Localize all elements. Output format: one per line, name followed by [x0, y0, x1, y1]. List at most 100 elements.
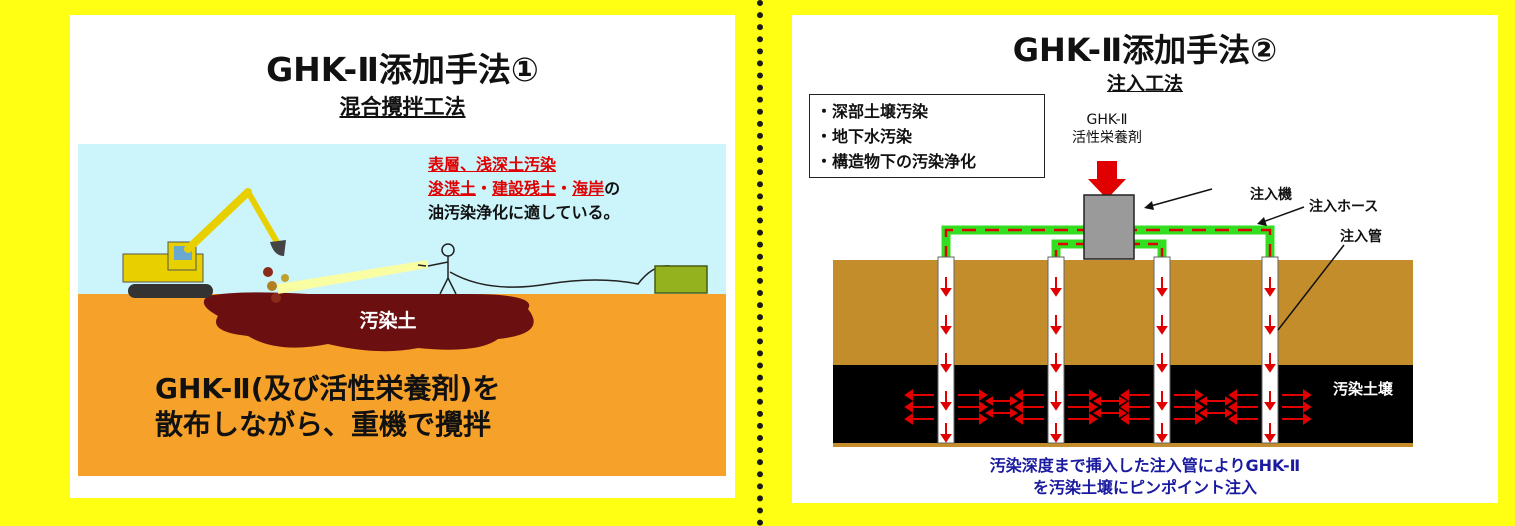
- lateral-flow-arrowhead: [979, 413, 988, 425]
- down-flow-arrowhead: [1156, 402, 1168, 411]
- injection-pipe: [1261, 256, 1279, 444]
- note-dredged-soil: 浚渫土: [428, 179, 477, 198]
- contaminated-soil-layer: [833, 365, 1413, 443]
- panel-divider: [757, 0, 763, 526]
- lateral-flow-arrowhead: [1119, 408, 1127, 418]
- label-machine: 注入機: [1250, 186, 1292, 203]
- label-hose: 注入ホース: [1309, 198, 1378, 215]
- down-flow-arrowhead: [1050, 434, 1062, 443]
- suitability-note: 表層、浅深土汚染 浚渫土・建設残土・海岸の 油汚染浄化に適している。: [428, 153, 728, 225]
- injection-pipe: [1153, 256, 1171, 444]
- lateral-flow-arrowhead: [1195, 401, 1204, 413]
- lateral-flow-arrowhead: [1014, 401, 1023, 413]
- down-flow-arrowhead: [940, 326, 952, 335]
- panel-mixing-method: GHK-Ⅱ添加手法① 混合攪拌工法: [70, 15, 735, 498]
- lateral-flow-arrowhead: [1010, 408, 1018, 418]
- injection-pipe: [1047, 256, 1065, 444]
- lateral-flow-arrowhead: [1195, 413, 1204, 425]
- label-contaminated-soil: 汚染土壌: [1333, 380, 1394, 398]
- lateral-flow-arrowhead: [1225, 396, 1233, 406]
- pipe-leader: [1277, 244, 1345, 331]
- spray-cone: [278, 260, 428, 294]
- down-flow-arrowhead: [1264, 364, 1276, 373]
- lateral-flow-arrowhead: [1093, 396, 1101, 406]
- note-construction-soil: 建設残土: [492, 179, 557, 198]
- down-flow-arrowhead: [940, 364, 952, 373]
- pump-box-icon: [654, 265, 708, 294]
- down-flow-arrowhead: [1050, 326, 1062, 335]
- down-flow-arrowhead: [940, 434, 952, 443]
- note-sep: ・: [556, 179, 573, 198]
- agent-input-arrow: [1088, 161, 1126, 199]
- lateral-flow-arrowhead: [1199, 408, 1207, 418]
- application-box: ・深部土壌汚染 ・地下水汚染 ・構造物下の汚染浄化: [809, 94, 1045, 178]
- lateral-flow-arrowhead: [1089, 389, 1098, 401]
- left-caption: GHK-Ⅱ(及び活性栄養剤)を 散布しながら、重機で攪拌: [155, 371, 500, 443]
- left-title: GHK-Ⅱ添加手法①: [266, 50, 539, 89]
- lateral-flow-arrows: [904, 389, 1312, 425]
- machine-leader: [1146, 188, 1213, 208]
- contaminated-soil-area: [203, 292, 534, 352]
- spray-particle: [263, 267, 273, 277]
- lateral-flow-arrowhead: [1120, 413, 1129, 425]
- lateral-flow-arrowhead: [1228, 401, 1237, 413]
- lateral-flow-arrowhead: [979, 389, 988, 401]
- lateral-flow-arrowhead: [979, 401, 988, 413]
- left-caption-line1: GHK-Ⅱ(及び活性栄養剤)を: [155, 372, 501, 405]
- down-flow-arrowhead: [1156, 434, 1168, 443]
- spray-particle: [271, 293, 281, 303]
- lateral-flow-arrowhead: [1119, 396, 1127, 406]
- upper-soil-layer: [833, 260, 1413, 365]
- note-line1: 表層、浅深土汚染: [428, 155, 557, 174]
- down-flow-arrowhead: [1156, 326, 1168, 335]
- lateral-flow-arrowhead: [1120, 389, 1129, 401]
- application-item: ・深部土壌汚染: [816, 102, 929, 121]
- spray-particle: [281, 274, 289, 282]
- lateral-flow-arrowhead: [904, 401, 913, 413]
- down-flow-arrowhead: [1156, 364, 1168, 373]
- down-flow-arrowhead: [1264, 402, 1276, 411]
- note-line3: 油汚染浄化に適している。: [428, 203, 620, 222]
- spray-particle: [267, 281, 277, 291]
- person-sprayer-icon: [417, 243, 671, 295]
- soil-label: 汚染土: [359, 309, 416, 332]
- agent-label-line1: GHK-Ⅱ: [1086, 112, 1128, 128]
- note-sep: ・: [476, 179, 493, 198]
- lateral-flow-arrowhead: [985, 396, 993, 406]
- down-flow-arrowhead: [1156, 288, 1168, 297]
- lateral-flow-arrowhead: [1199, 396, 1207, 406]
- leader-arrowhead: [1257, 217, 1267, 226]
- lateral-flow-arrowhead: [1010, 396, 1018, 406]
- left-subtitle: 混合攪拌工法: [339, 95, 466, 119]
- hose-flow-inner: [1054, 242, 1164, 260]
- down-flow-arrowhead: [940, 288, 952, 297]
- agent-label: GHK-Ⅱ 活性栄養剤: [1052, 111, 1162, 147]
- lateral-flow-arrowhead: [1120, 401, 1129, 413]
- lateral-flow-arrowhead: [1303, 389, 1312, 401]
- down-flow-arrowhead: [1050, 402, 1062, 411]
- lateral-flow-arrowhead: [1303, 401, 1312, 413]
- excavator-icon: [122, 188, 286, 298]
- right-caption-line1: 汚染深度まで挿入した注入管によりGHK-Ⅱ: [989, 456, 1301, 475]
- application-item: ・構造物下の汚染浄化: [816, 152, 977, 171]
- injection-machine-icon: [1083, 194, 1135, 260]
- down-flow-arrowhead: [1264, 434, 1276, 443]
- injection-pipes: [937, 256, 1279, 444]
- right-caption: 汚染深度まで挿入した注入管によりGHK-Ⅱ を汚染土壌にピンポイント注入: [792, 455, 1498, 499]
- hose-leader: [1259, 206, 1305, 224]
- lateral-flow-arrowhead: [1089, 401, 1098, 413]
- lateral-flow-arrowhead: [1228, 413, 1237, 425]
- right-title: GHK-Ⅱ添加手法②: [1012, 31, 1278, 69]
- injection-pipe: [937, 256, 955, 444]
- lateral-flow-arrowhead: [1093, 408, 1101, 418]
- agent-label-line2: 活性栄養剤: [1072, 130, 1142, 146]
- down-flow-arrowhead: [1264, 326, 1276, 335]
- lateral-flow-arrowhead: [1228, 389, 1237, 401]
- down-flow-arrowhead: [1264, 288, 1276, 297]
- lateral-flow-arrowhead: [904, 389, 913, 401]
- application-item: ・地下水汚染: [816, 127, 913, 146]
- lateral-flow-arrowhead: [1303, 413, 1312, 425]
- note-coast: 海岸: [572, 179, 605, 198]
- pipe-flow-arrows: [940, 277, 1276, 443]
- leader-arrowhead: [1144, 201, 1154, 210]
